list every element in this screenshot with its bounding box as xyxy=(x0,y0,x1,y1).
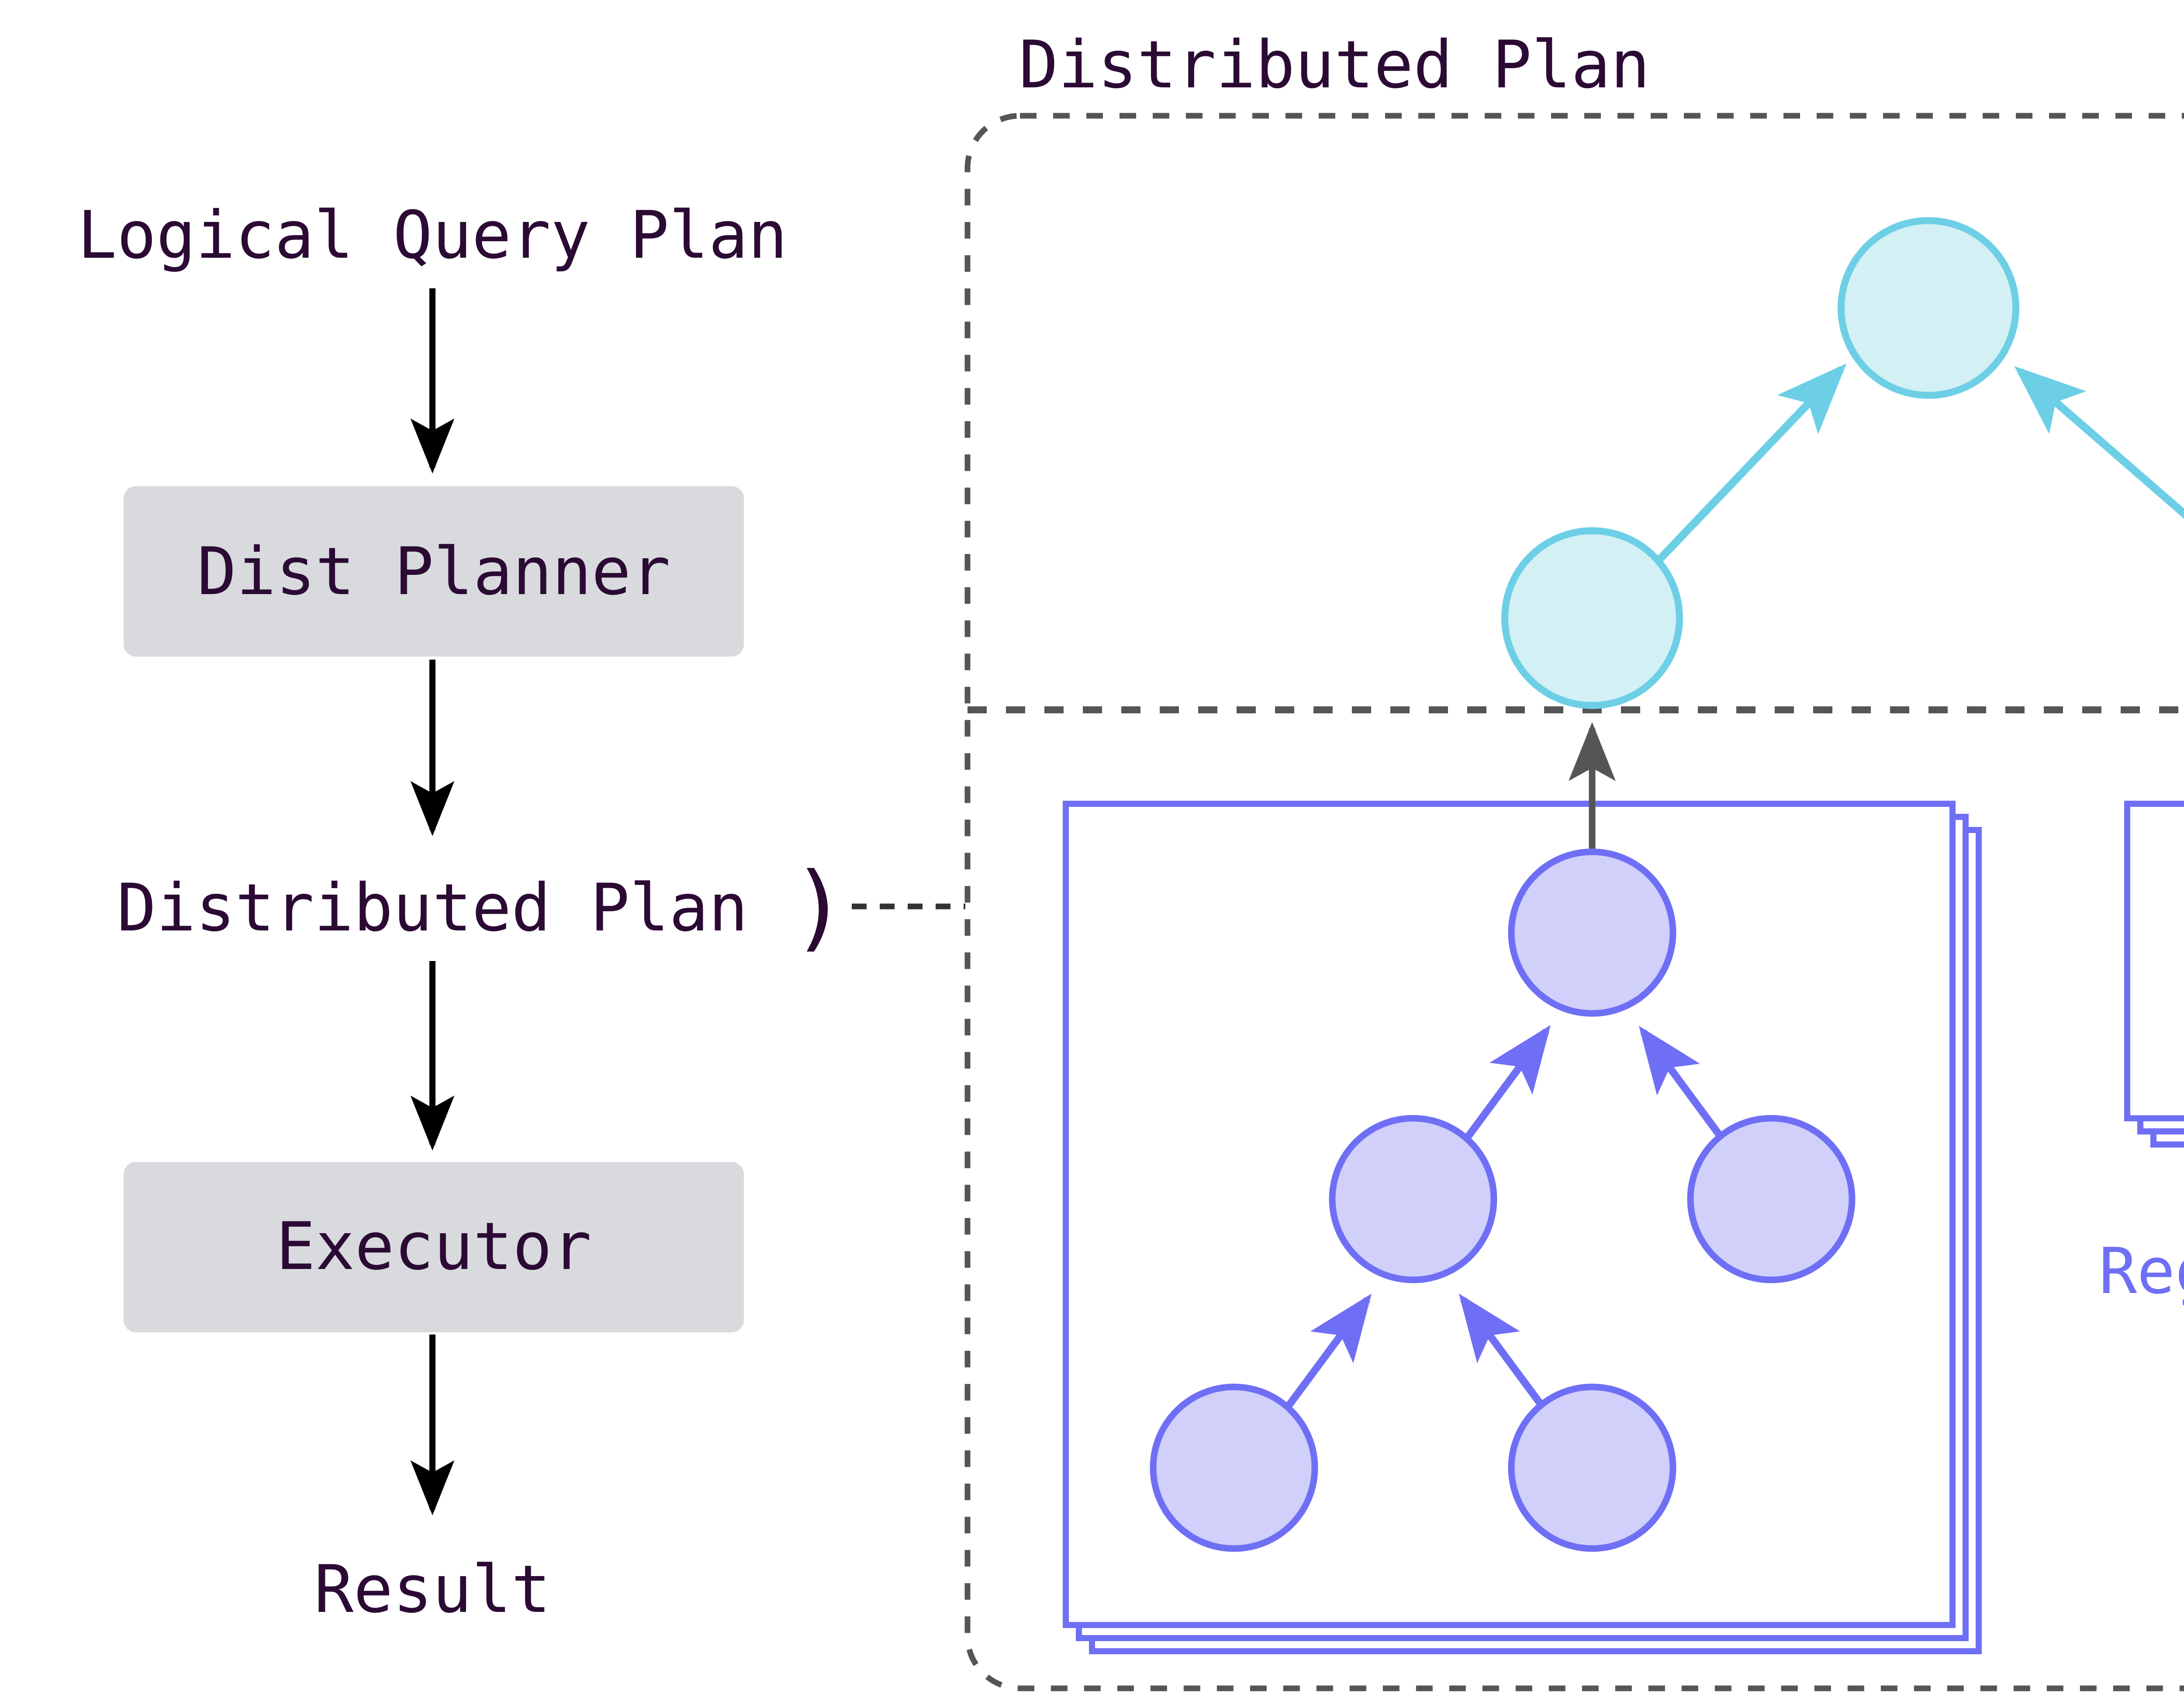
datanode-node-root[interactable] xyxy=(1508,848,1676,1017)
executor-box[interactable] xyxy=(124,1162,744,1332)
edge-dn-leaf2-to-dn-mid xyxy=(1458,1293,1547,1411)
distributed-plan-label: Distributed Plan xyxy=(117,870,748,946)
result-label: Result xyxy=(314,1552,551,1628)
datanode-node-leaf-1[interactable] xyxy=(1150,1383,1318,1552)
distributed-plan-container-label: Distributed Plan xyxy=(1019,27,1650,103)
edge-dn-mid-to-dn-root xyxy=(1462,1025,1551,1143)
region-box-right-layer-1[interactable] xyxy=(2124,801,2184,1121)
frontend-node-root[interactable] xyxy=(1838,217,2019,399)
datanode-node-mid[interactable] xyxy=(1329,1115,1497,1283)
datanode-node-right[interactable] xyxy=(1687,1115,1856,1283)
datanode-node-leaf-2[interactable] xyxy=(1508,1383,1676,1552)
dist-planner-box[interactable] xyxy=(124,486,744,657)
distributed-plan-container xyxy=(964,113,2184,1691)
edge-dn-leaf1-to-dn-mid xyxy=(1283,1293,1372,1411)
executor-label: Executor xyxy=(276,1209,591,1285)
dist-planner-label: Dist Planner xyxy=(197,534,670,610)
edge-frontend-right-to-root xyxy=(2014,366,2184,519)
regions-label: Regions xyxy=(2099,1234,2184,1308)
bracket-glyph: ) xyxy=(791,852,847,961)
frontend-node-left[interactable] xyxy=(1501,527,1683,709)
edge-frontend-left-to-root xyxy=(1657,363,1847,562)
edge-dn-right-to-dn-root xyxy=(1638,1026,1726,1143)
logical-query-plan-label: Logical Query Plan xyxy=(77,197,788,273)
